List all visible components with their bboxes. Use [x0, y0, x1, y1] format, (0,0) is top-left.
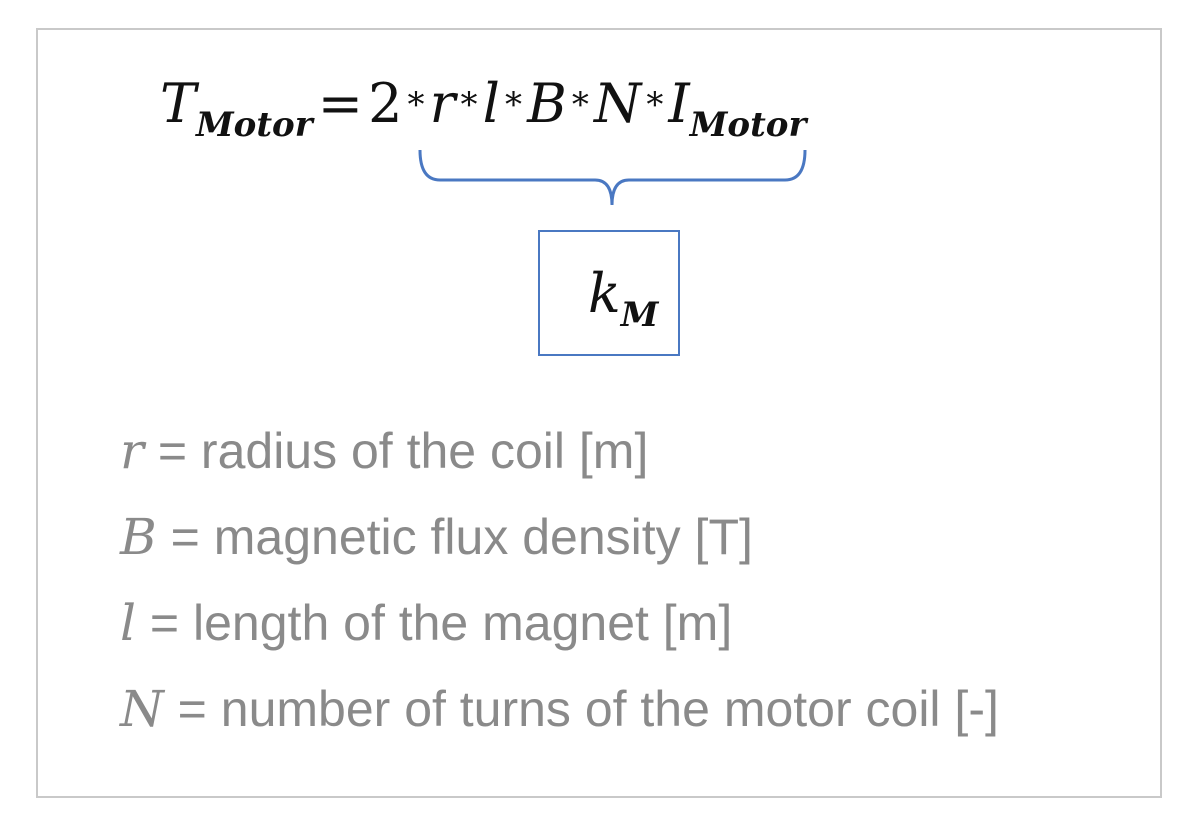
- current-symbol: I: [668, 72, 690, 135]
- term-B: B: [527, 72, 567, 135]
- definition-l: l = length of the magnet [m]: [120, 594, 732, 652]
- motor-constant-box: kM: [538, 230, 680, 356]
- term-r: r: [429, 72, 456, 135]
- definition-var: l: [120, 594, 136, 652]
- constant-subscript: M: [620, 295, 659, 335]
- definition-N: N = number of turns of the motor coil [-…: [120, 680, 999, 738]
- term-2: 2: [368, 72, 403, 135]
- operator-5: *: [646, 85, 664, 125]
- constant-symbol: k: [588, 262, 621, 325]
- operator-3: *: [505, 85, 523, 125]
- torque-subscript: Motor: [196, 105, 313, 145]
- definition-equals: =: [177, 681, 207, 737]
- operator-2: *: [460, 85, 478, 125]
- definition-text: length of the magnet [m]: [193, 595, 733, 651]
- torque-equation: TMotor = 2 * r * l * B * N * IMotor: [160, 72, 806, 145]
- term-N: N: [593, 72, 642, 135]
- brace-path: [418, 149, 807, 206]
- definition-var: B: [120, 508, 157, 566]
- current-subscript: Motor: [689, 105, 807, 145]
- torque-symbol: T: [160, 72, 197, 135]
- term-l: l: [482, 72, 500, 135]
- definition-text: number of turns of the motor coil [-]: [220, 681, 999, 737]
- definition-var: N: [120, 680, 164, 738]
- figure-frame: [36, 28, 1162, 798]
- definition-equals: =: [157, 423, 188, 479]
- definition-text: radius of the coil [m]: [200, 423, 649, 479]
- definition-text: magnetic flux density [T]: [213, 509, 753, 565]
- motor-constant: kM: [588, 262, 658, 335]
- definition-equals: =: [170, 509, 200, 565]
- definition-var: r: [120, 422, 144, 480]
- equals-sign: =: [317, 72, 363, 135]
- definition-B: B = magnetic flux density [T]: [120, 508, 753, 566]
- definition-equals: =: [149, 595, 180, 651]
- operator-4: *: [571, 85, 589, 125]
- definition-r: r = radius of the coil [m]: [120, 422, 648, 480]
- operator-1: *: [407, 85, 425, 125]
